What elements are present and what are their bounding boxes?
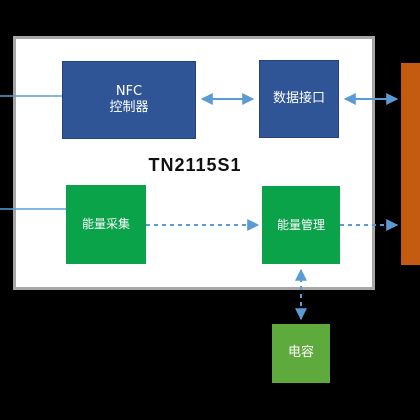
power-management-block: 能量管理 [262,186,340,264]
capacitor-label: 电容 [287,345,314,361]
nfc-controller-block: NFC 控制器 [62,61,196,139]
nfc-controller-line2: 控制器 [109,100,149,115]
chip-model-label: TN2115S1 [148,155,242,175]
energy-harvest-block: 能量采集 [66,185,146,264]
external-device-bar [401,63,420,265]
nfc-controller-line1: NFC [115,83,143,99]
energy-harvest-label: 能量采集 [81,217,130,231]
data-interface-block: 数据接口 [259,60,339,138]
power-management-label: 能量管理 [276,217,325,232]
data-interface-label: 数据接口 [272,90,325,106]
capacitor-block: 电容 [272,324,330,383]
